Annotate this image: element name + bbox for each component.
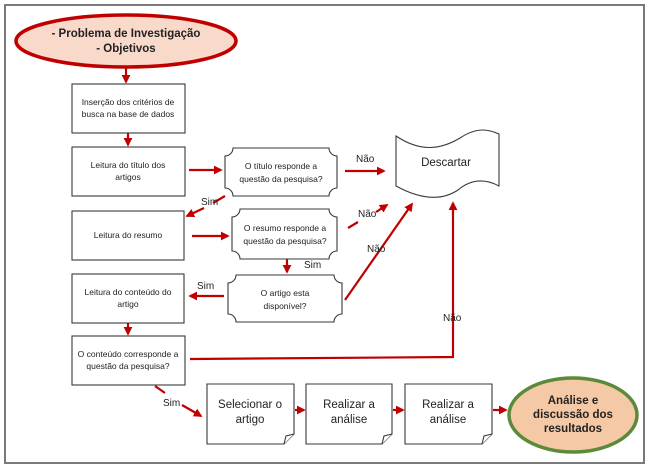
- decision-title: O título responde a questão da pesquisa?: [224, 147, 338, 197]
- decision-shape: [227, 274, 343, 323]
- start-ellipse: [14, 13, 238, 69]
- arrow-match-no: [189, 201, 458, 361]
- label-no-title: Não: [356, 154, 375, 165]
- step-line-2: artigo: [117, 299, 139, 309]
- decision-abstract: O resumo responde a questão da pesquisa?: [231, 208, 338, 260]
- step-box: [71, 335, 186, 386]
- decision-line-2: questão da pesquisa?: [243, 236, 326, 246]
- arrow-available-no: [344, 202, 414, 301]
- start-line-2: - Objetivos: [96, 43, 155, 55]
- process-analysis-1: Realizar a análise: [305, 383, 393, 445]
- end-line-1: Análise e: [548, 395, 599, 407]
- connectors: [121, 68, 508, 417]
- label-yes-abstract: Sim: [304, 260, 321, 271]
- start-node: - Problema de Investigação - Objetivos: [14, 13, 238, 69]
- end-node: Análise e discussão dos resultados: [507, 376, 639, 454]
- step-box: [71, 146, 186, 197]
- step-line-1: Inserção dos critérios de: [82, 97, 175, 107]
- start-line-1: - Problema de Investigação: [52, 28, 201, 40]
- step-content-matches: O conteúdo corresponde a questão da pesq…: [71, 335, 186, 386]
- end-line-3: resultados: [544, 423, 602, 435]
- decision-line-1: O artigo esta: [261, 288, 310, 298]
- decision-available: O artigo esta disponível?: [227, 274, 343, 323]
- label-no-content: Não: [443, 313, 462, 324]
- step-read-abstract: Leitura do resumo: [71, 210, 185, 261]
- arrow-abstract-no-a: [347, 221, 359, 229]
- decision-shape: [224, 147, 338, 197]
- discard-label: Descartar: [421, 157, 471, 169]
- process-select-article: Selecionar o artigo: [206, 383, 295, 445]
- step-box: [71, 210, 185, 261]
- arrow-match-yes-b: [181, 404, 203, 417]
- decision-line-2: disponível?: [263, 301, 306, 311]
- decision-shape: [231, 208, 338, 260]
- label-yes-title: Sim: [201, 197, 218, 208]
- end-ellipse: [507, 376, 639, 454]
- arrow-match-yes-a: [154, 385, 166, 394]
- end-line-2: discussão dos: [533, 409, 613, 421]
- process-line-2: análise: [430, 414, 466, 426]
- step-line-2: busca na base de dados: [82, 109, 175, 119]
- arrow-abstract-no-b: [375, 204, 389, 213]
- folded-corner: [283, 433, 295, 445]
- step-read-title: Leitura do título dos artigos: [71, 146, 186, 197]
- label-no-available: Não: [367, 244, 386, 255]
- step-box: [71, 83, 186, 134]
- step-line-2: artigos: [115, 172, 141, 182]
- step-line-1: Leitura do resumo: [94, 230, 163, 240]
- discard-shape: [395, 129, 500, 198]
- step-search-criteria: Inserção dos critérios de busca na base …: [71, 83, 186, 134]
- process-analysis-2: Realizar a análise: [404, 383, 493, 445]
- decision-line-2: questão da pesquisa?: [239, 174, 322, 184]
- step-line-1: O conteúdo corresponde a: [78, 349, 179, 359]
- step-line-1: Leitura do título dos: [91, 160, 166, 170]
- step-line-1: Leitura do conteúdo do: [85, 287, 172, 297]
- process-line-2: artigo: [236, 414, 265, 426]
- decision-line-1: O resumo responde a: [244, 223, 326, 233]
- step-line-2: questão da pesquisa?: [86, 361, 169, 371]
- process-line-1: Realizar a: [422, 399, 474, 411]
- process-line-1: Realizar a: [323, 399, 375, 411]
- decision-line-1: O título responde a: [245, 161, 318, 171]
- label-yes-content: Sim: [163, 398, 180, 409]
- folded-corner: [481, 433, 493, 445]
- arrow-title-yes-a: [212, 195, 226, 204]
- process-line-2: análise: [331, 414, 367, 426]
- process-line-1: Selecionar o: [218, 399, 282, 411]
- step-read-content: Leitura do conteúdo do artigo: [71, 273, 185, 324]
- edge-labels: Não Sim Não Não Sim Sim Não Sim: [163, 154, 462, 409]
- discard-node: Descartar: [395, 129, 500, 198]
- folded-corner: [381, 433, 393, 445]
- arrow-title-yes-b: [185, 207, 205, 217]
- label-no-abstract: Não: [358, 209, 377, 220]
- label-yes-available: Sim: [197, 281, 214, 292]
